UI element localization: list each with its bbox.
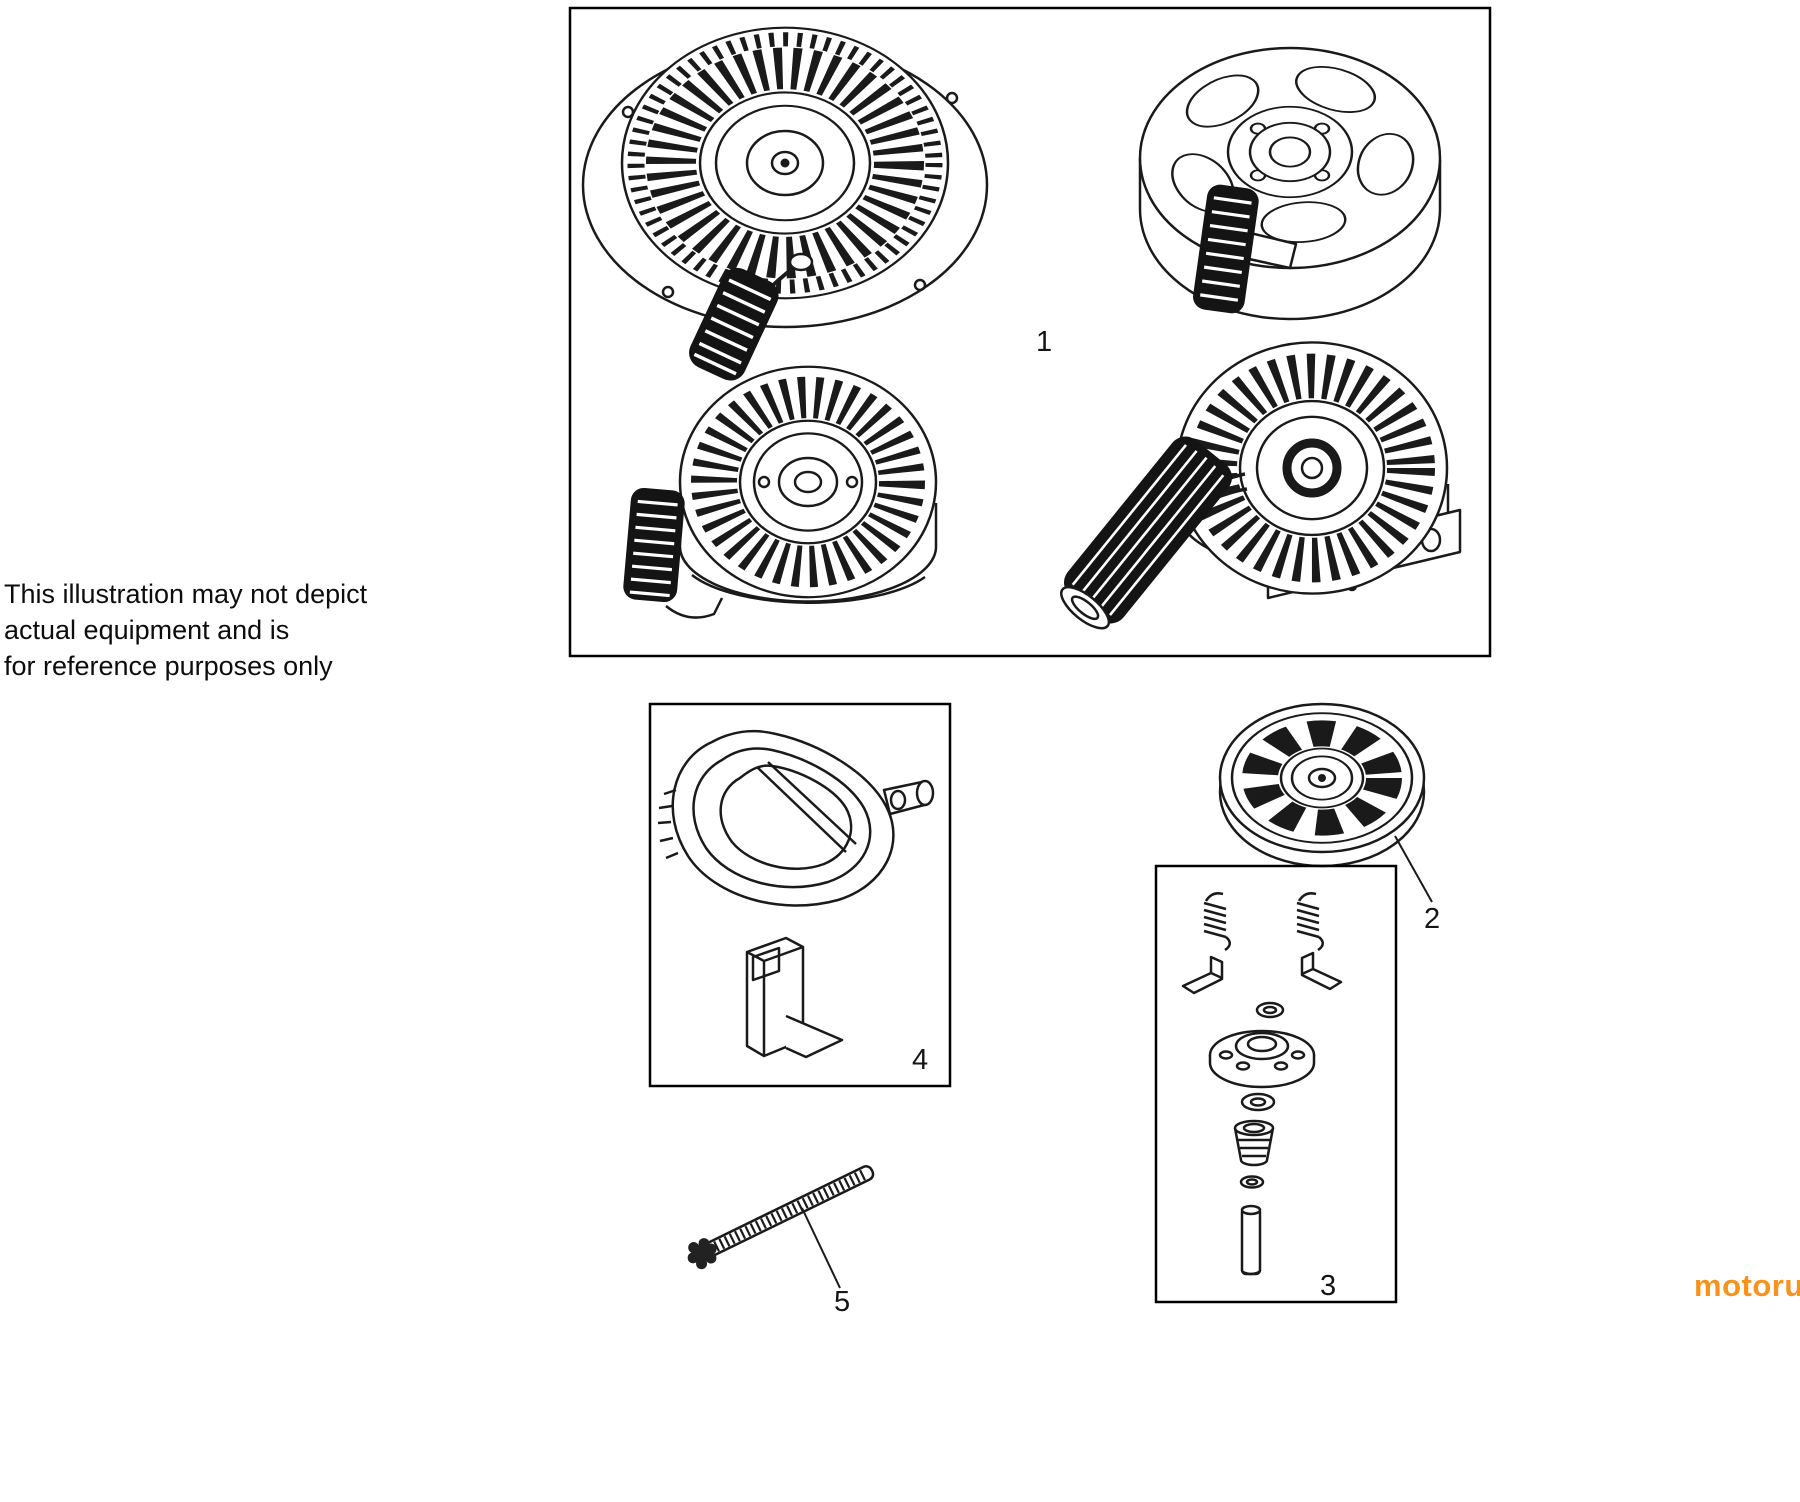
retainer-ring-icon [1239, 1175, 1265, 1189]
recoil-starter-variant-c-illustration [623, 365, 938, 619]
disclaimer-text: This illustration may not depict actual … [4, 576, 367, 684]
disclaimer-line-2: actual equipment and is [4, 615, 290, 645]
spring-right-icon [1296, 892, 1324, 952]
starter-grip-illustration [657, 729, 935, 907]
starter-handle-b-icon [1193, 184, 1259, 314]
assembly-group-box [568, 6, 1492, 658]
handle-kit-box [648, 702, 952, 1088]
starter-handle-d-icon [1060, 436, 1232, 630]
leader-line-part-5 [801, 1207, 841, 1289]
part-label-5: 5 [834, 1286, 851, 1318]
handle-insert-illustration [745, 936, 844, 1059]
part-label-3: 3 [1320, 1270, 1337, 1302]
o-ring-icon [1255, 1001, 1285, 1019]
watermark-logo: motoruf.de [1694, 1268, 1800, 1304]
pin-icon [1240, 1204, 1262, 1276]
hub-icon [1208, 1029, 1316, 1089]
part-label-2: 2 [1424, 903, 1441, 935]
disclaimer-line-1: This illustration may not depict [4, 579, 368, 609]
pulley-illustration [1218, 702, 1433, 903]
recoil-starter-variant-a-illustration [581, 26, 989, 381]
washer-icon [1240, 1092, 1276, 1112]
tee-nut-icon [687, 1238, 717, 1270]
watermark-brand: motoruf [1694, 1268, 1800, 1303]
rope-bolt-illustration [687, 1165, 875, 1289]
spring-cup-icon [1233, 1119, 1275, 1167]
starter-handle-c-icon [623, 487, 685, 603]
disclaimer-line-3: for reference purposes only [4, 651, 333, 681]
part-label-1: 1 [1036, 326, 1053, 358]
hardware-kit-illustration [1181, 892, 1343, 1276]
leader-line-part-2 [1394, 835, 1433, 903]
recoil-starter-variant-d-illustration [1060, 341, 1462, 630]
spring-left-icon [1203, 892, 1231, 952]
recoil-starter-variant-b-illustration [1138, 46, 1442, 321]
part-label-4: 4 [912, 1044, 929, 1076]
hardware-kit-box [1154, 864, 1398, 1304]
starter-handle-a-icon [689, 267, 779, 381]
